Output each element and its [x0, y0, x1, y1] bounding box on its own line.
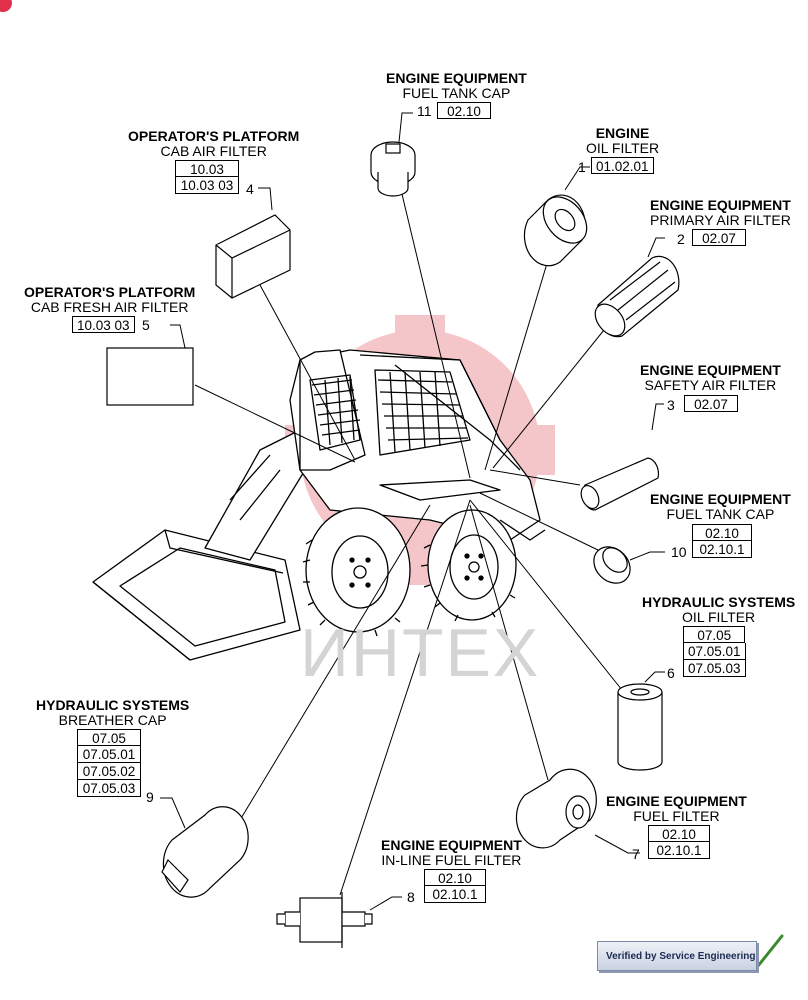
ref-box: 07.05.03 — [683, 660, 746, 677]
callout-11-label: ENGINE EQUIPMENT FUEL TANK CAP — [386, 71, 527, 101]
callout-4-refs: 10.03 10.03 03 — [175, 160, 239, 194]
callout-subtitle: CAB AIR FILTER — [160, 143, 267, 159]
hydraulic-oil-filter-6 — [617, 683, 663, 771]
callout-11-number: 11 — [417, 103, 432, 119]
callout-3-refs: 02.07 — [684, 395, 738, 412]
oil-filter-1 — [523, 194, 588, 267]
callout-7-refs: 02.10 02.10.1 — [648, 825, 710, 859]
breather-cap-9 — [161, 806, 249, 898]
ref-box: 02.10 — [648, 825, 710, 842]
ref-box: 07.05 — [683, 626, 746, 643]
callout-subtitle: CAB FRESH AIR FILTER — [30, 299, 189, 315]
leader-lines — [160, 112, 665, 911]
callout-title: ENGINE EQUIPMENT — [640, 362, 781, 378]
ref-box: 02.10.1 — [692, 541, 752, 558]
callout-3-label: ENGINE EQUIPMENT SAFETY AIR FILTER — [640, 363, 781, 393]
ref-box: 07.05.03 — [77, 780, 141, 797]
cab-air-filter-4 — [215, 214, 291, 299]
callout-2-label: ENGINE EQUIPMENT PRIMARY AIR FILTER — [650, 198, 791, 228]
callout-10-label: ENGINE EQUIPMENT FUEL TANK CAP — [650, 492, 791, 522]
callout-5-refs: 10.03 03 — [72, 316, 135, 333]
in-line-fuel-filter-8 — [276, 892, 373, 948]
callout-4-label: OPERATOR'S PLATFORM CAB AIR FILTER — [128, 129, 299, 159]
callout-title: HYDRAULIC SYSTEMS — [36, 697, 190, 713]
callout-3-number: 3 — [667, 397, 675, 413]
callout-5-number: 5 — [142, 317, 150, 333]
watermark-text: ИНТЕХ — [300, 615, 541, 691]
callout-1-label: ENGINE OIL FILTER — [586, 126, 659, 156]
callout-title: OPERATOR'S PLATFORM — [24, 284, 196, 300]
callout-1-refs: 01.02.01 — [591, 157, 654, 174]
callout-title: ENGINE EQUIPMENT — [650, 197, 791, 213]
callout-subtitle: SAFETY AIR FILTER — [644, 377, 777, 393]
ref-box: 02.10.1 — [424, 886, 486, 903]
ref-box: 02.10.1 — [648, 842, 710, 859]
ref-box: 02.10 — [692, 524, 752, 541]
callout-9-refs: 07.05 07.05.01 07.05.02 07.05.03 — [77, 729, 141, 797]
callout-title: HYDRAULIC SYSTEMS — [642, 594, 796, 610]
ref-box: 01.02.01 — [591, 157, 654, 174]
callout-subtitle: IN-LINE FUEL FILTER — [381, 852, 522, 868]
wheel-front — [302, 507, 411, 637]
callout-subtitle: OIL FILTER — [682, 609, 756, 625]
callout-2-number: 2 — [677, 231, 685, 247]
callout-title: ENGINE EQUIPMENT — [650, 491, 791, 507]
callout-subtitle: FUEL TANK CAP — [402, 85, 511, 101]
callout-9-number: 9 — [146, 789, 154, 805]
callout-6-refs: 07.05 07.05.01 07.05.03 — [683, 626, 746, 677]
corner-marker — [0, 0, 12, 12]
callout-5-label: OPERATOR'S PLATFORM CAB FRESH AIR FILTER — [24, 285, 195, 315]
callout-10-refs: 02.10 02.10.1 — [692, 524, 752, 558]
fuel-filter-7 — [515, 768, 597, 849]
ref-box: 10.03 03 — [175, 177, 239, 194]
ref-box: 02.10 — [424, 869, 486, 886]
callout-4-number: 4 — [246, 181, 254, 197]
skid-steer-loader — [92, 349, 546, 661]
callout-7-number: 7 — [632, 846, 640, 862]
callout-8-label: ENGINE EQUIPMENT IN-LINE FUEL FILTER — [381, 838, 522, 868]
verified-badge: Verified by Service Engineering — [597, 941, 757, 971]
callout-11-refs: 02.10 — [437, 102, 491, 119]
callout-title: ENGINE EQUIPMENT — [381, 837, 522, 853]
callout-10-number: 10 — [671, 544, 687, 560]
callout-subtitle: PRIMARY AIR FILTER — [650, 212, 791, 228]
callout-1-number: 1 — [578, 159, 586, 175]
callout-title: ENGINE — [595, 125, 650, 141]
parts — [106, 141, 680, 948]
callout-title: ENGINE EQUIPMENT — [386, 70, 527, 86]
callout-title: OPERATOR'S PLATFORM — [128, 128, 300, 144]
callout-8-refs: 02.10 02.10.1 — [424, 869, 486, 903]
callout-8-number: 8 — [407, 889, 415, 905]
callout-6-number: 6 — [667, 665, 675, 681]
ref-box: 07.05 — [77, 729, 141, 746]
callout-subtitle: FUEL TANK CAP — [666, 506, 775, 522]
fuel-tank-cap-11 — [370, 141, 416, 197]
ref-box: 02.07 — [684, 395, 738, 412]
wheel-rear — [420, 509, 517, 622]
callout-6-label: HYDRAULIC SYSTEMS OIL FILTER — [642, 595, 795, 625]
safety-air-filter-3 — [580, 457, 659, 511]
fuel-tank-cap-10 — [593, 546, 631, 584]
ref-box: 02.07 — [692, 229, 746, 246]
ref-box: 02.10 — [437, 102, 491, 119]
callout-title: ENGINE EQUIPMENT — [606, 793, 747, 809]
callout-2-refs: 02.07 — [692, 229, 746, 246]
ref-box: 07.05.01 — [77, 746, 141, 763]
ref-box: 10.03 — [175, 160, 239, 177]
callout-7-label: ENGINE EQUIPMENT FUEL FILTER — [606, 794, 747, 824]
callout-9-label: HYDRAULIC SYSTEMS BREATHER CAP — [36, 698, 189, 728]
ref-box: 07.05.02 — [77, 763, 141, 780]
callout-subtitle: BREATHER CAP — [58, 712, 167, 728]
callout-subtitle: OIL FILTER — [586, 140, 660, 156]
ref-box: 07.05.01 — [683, 643, 746, 660]
ref-box: 10.03 03 — [72, 316, 135, 333]
primary-air-filter-2 — [594, 255, 680, 338]
cab-fresh-air-filter-5 — [106, 347, 194, 406]
callout-subtitle: FUEL FILTER — [633, 808, 720, 824]
